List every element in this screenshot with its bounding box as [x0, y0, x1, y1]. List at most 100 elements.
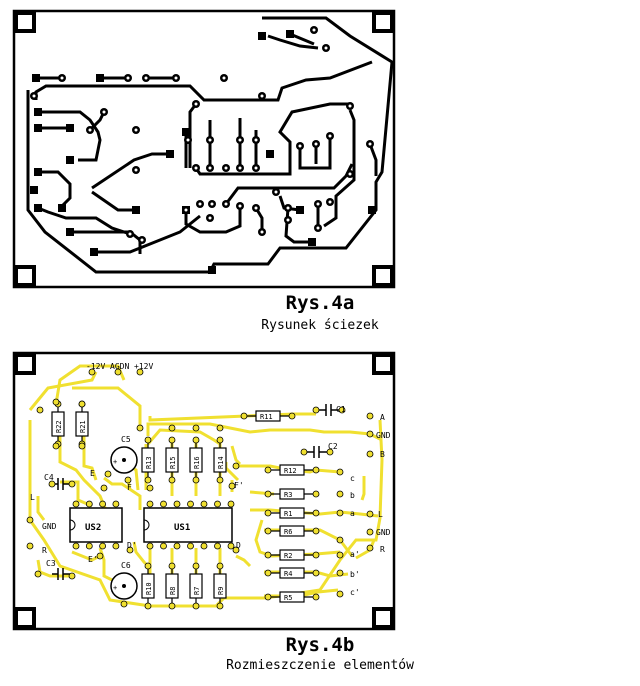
ic-pin: [160, 500, 167, 508]
pcb-pad-hole: [60, 76, 64, 80]
pcb-pad-hole: [260, 230, 264, 234]
pcb-pad-hole: [144, 76, 148, 80]
ic-pin: [99, 542, 106, 550]
resistor-r7: R7: [189, 562, 203, 610]
pcb-pad-hole: [208, 138, 212, 142]
pcb-square-pad: [34, 124, 42, 132]
ic-pin: [160, 542, 167, 550]
placement-pad: [366, 510, 374, 518]
pcb-square-pad: [208, 266, 216, 274]
placement-pad: [52, 442, 60, 450]
pcb-square-pad: [368, 206, 376, 214]
resistor-r5: R5: [264, 591, 320, 603]
label-r5: R5: [284, 594, 292, 602]
ic-pin: [146, 500, 154, 508]
pcb-pad-hole: [126, 76, 130, 80]
pcb-pad-hole: [194, 102, 198, 106]
placement-board-outline: [12, 351, 396, 631]
placement-pad: [338, 406, 346, 414]
label-r16: R16: [193, 456, 201, 469]
pcb-square-pad: [34, 168, 42, 176]
resistor-r1: R1: [264, 507, 320, 519]
pcb-pad-hole: [260, 94, 264, 98]
pcb-pad-hole: [238, 166, 242, 170]
label-node-f-prime: F': [234, 481, 244, 490]
pcb-pad-hole: [128, 232, 132, 236]
pcb-square-pad: [308, 238, 316, 246]
placement-pad: [336, 468, 344, 476]
resistor-r2: R2: [264, 549, 320, 561]
pcb-trace-mid-2: [91, 190, 136, 212]
ic-us1: [143, 507, 233, 543]
label-term-gnd2: GND: [376, 528, 391, 537]
placement-pad: [114, 368, 122, 376]
capacitor-c5-body: +: [110, 446, 138, 474]
pcb-pad-hole: [348, 172, 352, 176]
pcb-trace-left-4: [37, 206, 131, 236]
figure-b-title: Rys.4b: [285, 634, 355, 656]
label-c4: C4: [44, 473, 54, 482]
pcb-pad-hole: [286, 218, 290, 222]
ic-us2: [69, 507, 123, 543]
placement-pad: [366, 412, 374, 420]
pcb-pad-hole: [208, 166, 212, 170]
pcb-board-outline: [12, 9, 396, 289]
pcb-square-pad: [30, 186, 38, 194]
pcb-square-pad: [286, 30, 294, 38]
label-r8: R8: [169, 587, 177, 595]
pcb-pad-hole: [298, 144, 302, 148]
placement-pad: [168, 424, 176, 432]
label-term-gnd1: GND: [376, 431, 391, 440]
placement-pad: [100, 484, 108, 492]
pcb-pad-hole: [254, 206, 258, 210]
pcb-trace-top: [34, 60, 373, 102]
label-minus12v: -12V: [86, 362, 105, 371]
ic-pin: [72, 542, 80, 550]
pcb-pad-hole: [208, 216, 212, 220]
pcb-pad-hole: [134, 128, 138, 132]
placement-pad: [136, 424, 144, 432]
capacitor-c6-body: +: [110, 572, 138, 600]
ic-pin: [173, 500, 181, 508]
label-r6: R6: [284, 528, 292, 536]
label-r4: R4: [284, 570, 292, 578]
placement-pad: [232, 546, 240, 554]
ic-pin: [146, 542, 154, 550]
placement-pad: [300, 448, 308, 456]
placement-pad: [336, 509, 344, 517]
pcb-pad-hole: [312, 28, 316, 32]
resistor-r12: R12: [264, 464, 320, 476]
pcb-square-pad: [266, 150, 274, 158]
pcb-trace-right-1: [194, 102, 348, 176]
pcb-pad-hole: [254, 166, 258, 170]
placement-pad: [136, 368, 144, 376]
resistor-r4: R4: [264, 567, 320, 579]
label-us2: US2: [85, 523, 101, 533]
pcb-square-pad: [182, 128, 190, 136]
label-term-a: A: [380, 413, 385, 422]
pcb-pad-hole: [224, 166, 228, 170]
pcb-trace-left-1: [38, 110, 102, 162]
resistor-r15: R15: [165, 436, 179, 484]
label-r22: R22: [55, 420, 63, 433]
pcb-pad-hole: [274, 190, 278, 194]
pcb-corner-pad-holes: [18, 15, 390, 283]
placement-pads: [26, 368, 374, 608]
pcb-pad-hole: [140, 238, 144, 242]
ic-pin: [200, 500, 208, 508]
placement-pad: [336, 490, 344, 498]
placement-pad: [216, 424, 224, 432]
resistor-r16: R16: [189, 436, 203, 484]
ic-pins: [72, 500, 235, 550]
figure-a-title: Rys.4a: [285, 292, 355, 314]
resistor-r9: R9: [213, 562, 227, 610]
pcb-pad-hole: [348, 104, 352, 108]
label-inner-c: c: [350, 474, 355, 483]
pcb-square-pad: [34, 204, 42, 212]
placement-pad: [366, 528, 374, 536]
label-r9: R9: [217, 587, 225, 595]
pcb-square-pad: [32, 74, 40, 82]
placement-pad: [36, 406, 44, 414]
